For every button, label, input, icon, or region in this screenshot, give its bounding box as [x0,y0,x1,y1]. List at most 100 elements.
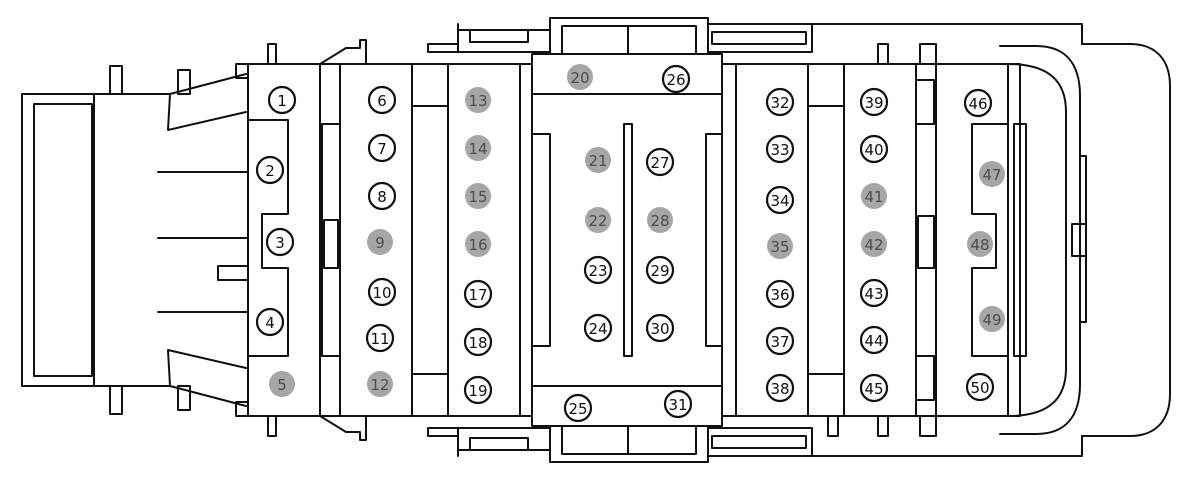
pin-open-marker [463,327,493,357]
connector-housing [21,17,1171,463]
pin-23: 23 [583,255,613,285]
pin-26: 26 [661,64,691,94]
pin-label: 42 [864,236,883,254]
pin-open-marker [365,323,395,353]
pin-label: 1 [277,92,287,110]
pin-30: 30 [645,313,675,343]
pin-label: 36 [770,286,789,304]
pin-open-marker [765,134,795,164]
pin-25: 25 [563,393,593,423]
pin-43: 43 [859,278,889,308]
pin-18: 18 [463,327,493,357]
pin-label: 4 [265,314,275,332]
pin-label: 41 [864,188,883,206]
pin-open-marker [859,87,889,117]
pin-41: 41 [861,183,887,209]
pin-filled-marker [979,306,1005,332]
left-hood [21,65,249,415]
pin-1: 1 [267,85,297,115]
pin-label: 3 [275,234,285,252]
pin-label: 26 [666,71,685,89]
pin-46: 46 [963,88,993,118]
pin-label: 6 [377,92,387,110]
pin-filled-marker [367,371,393,397]
pin-filled-marker [647,207,673,233]
pin-open-marker [463,279,493,309]
pin-label: 45 [864,380,883,398]
pin-label: 44 [864,332,883,350]
pin-filled-marker [269,371,295,397]
pin-label: 12 [370,376,389,394]
center-latch-block [531,17,813,463]
pin-label: 50 [970,379,989,397]
pin-open-marker [661,64,691,94]
pin-21: 21 [585,147,611,173]
pin-label: 38 [770,380,789,398]
pin-16: 16 [465,231,491,257]
pin-label: 47 [982,166,1001,184]
pin-label: 39 [864,94,883,112]
pin-open-marker [267,85,297,115]
pin-filled-marker [465,87,491,113]
pin-open-marker [367,181,397,211]
pin-label: 19 [468,382,487,400]
pin-label: 15 [468,188,487,206]
pin-filled-marker [861,231,887,257]
pin-15: 15 [465,183,491,209]
pin-open-marker [765,87,795,117]
pin-label: 11 [370,330,389,348]
pin-open-marker [859,373,889,403]
pin-27: 27 [645,147,675,177]
column-frames [235,23,551,457]
pin-36: 36 [765,279,795,309]
pin-34: 34 [765,185,795,215]
pin-13: 13 [465,87,491,113]
pin-label: 25 [568,400,587,418]
pin-label: 29 [650,262,669,280]
pin-3: 3 [265,227,295,257]
pin-filled-marker [767,233,793,259]
pin-filled-marker [567,64,593,90]
pin-open-marker [663,389,693,419]
pin-37: 37 [765,326,795,356]
pin-39: 39 [859,87,889,117]
pin-38: 38 [765,373,795,403]
pin-label: 48 [970,236,989,254]
pin-open-marker [859,278,889,308]
pin-open-marker [463,375,493,405]
pins-layer: 1234567891011121314151617181920212223242… [255,64,1005,423]
pin-open-marker [255,155,285,185]
pin-47: 47 [979,161,1005,187]
pin-label: 23 [588,262,607,280]
pin-open-marker [367,85,397,115]
pin-50: 50 [965,372,995,402]
pin-open-marker [859,325,889,355]
pin-14: 14 [465,135,491,161]
pin-42: 42 [861,231,887,257]
pin-label: 10 [372,284,391,302]
pin-open-marker [859,134,889,164]
pin-label: 32 [770,94,789,112]
pin-label: 27 [650,154,669,172]
pin-label: 43 [864,285,883,303]
pin-label: 2 [265,162,275,180]
pin-filled-marker [367,229,393,255]
pin-label: 5 [277,376,287,394]
pin-label: 30 [650,320,669,338]
pin-22: 22 [585,207,611,233]
pin-24: 24 [583,313,613,343]
pin-label: 22 [588,212,607,230]
pin-open-marker [963,88,993,118]
pin-label: 24 [588,320,607,338]
pin-filled-marker [861,183,887,209]
pin-filled-marker [979,161,1005,187]
pin-open-marker [765,326,795,356]
pin-49: 49 [979,306,1005,332]
pin-20: 20 [567,64,593,90]
pin-filled-marker [465,183,491,209]
pin-11: 11 [365,323,395,353]
pin-label: 18 [468,334,487,352]
pin-label: 40 [864,141,883,159]
pin-filled-marker [967,231,993,257]
